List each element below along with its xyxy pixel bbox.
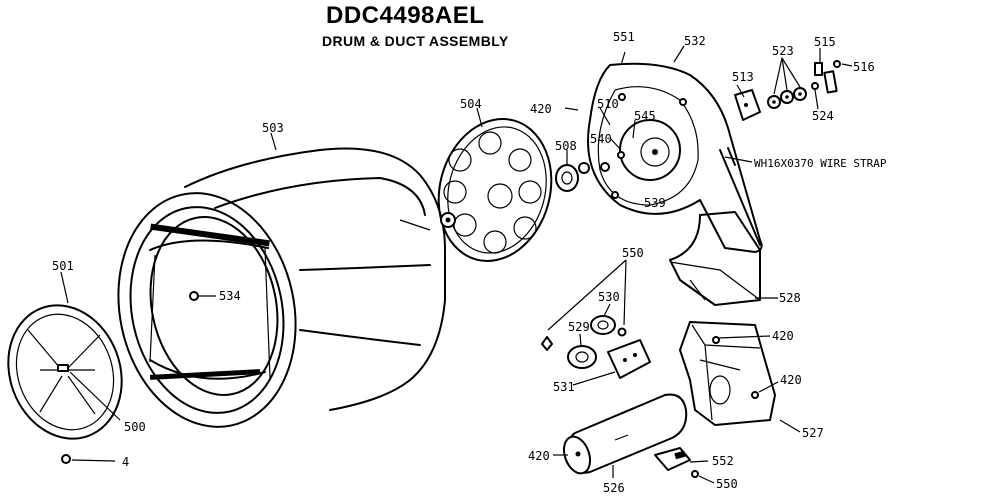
callout-504: 504	[460, 97, 482, 111]
callout-550-lower: 550	[716, 477, 738, 491]
callout-503: 503	[262, 121, 284, 135]
exhaust-duct	[669, 211, 761, 306]
callout-526: 526	[603, 481, 625, 495]
callout-527: 527	[802, 426, 824, 440]
callout-551: 551	[613, 30, 635, 44]
callout-530: 530	[598, 290, 620, 304]
drum-rear-head	[437, 118, 553, 262]
callout-523: 523	[772, 44, 794, 58]
switch	[654, 447, 699, 478]
callout-552: 552	[712, 454, 734, 468]
thermostat	[541, 315, 651, 379]
callout-501: 501	[52, 259, 74, 273]
callout-500: 500	[124, 420, 146, 434]
screw-part-4	[61, 454, 116, 464]
motor-capacitor	[562, 393, 688, 475]
callout-420-heater-side: 420	[780, 373, 802, 387]
callout-528: 528	[779, 291, 801, 305]
callout-510: 510	[597, 97, 619, 111]
heater-housing	[679, 321, 776, 426]
diagram-assembly-title: DRUM & DUCT ASSEMBLY	[322, 33, 509, 49]
callout-531: 531	[553, 380, 575, 394]
drum-seal-ring	[7, 304, 123, 440]
drum	[117, 147, 446, 428]
leader-lines	[60, 45, 853, 484]
callout-516: 516	[853, 60, 875, 74]
wire-strap-note: WH16X0370 WIRE STRAP	[754, 157, 887, 170]
diagram-model-number: DDC4498AEL	[326, 2, 485, 29]
bearing-washer	[555, 162, 590, 192]
callout-515: 515	[814, 35, 836, 49]
washer-set	[767, 87, 807, 109]
callout-420-top: 420	[530, 102, 552, 116]
callout-539: 539	[644, 196, 666, 210]
callout-513: 513	[732, 70, 754, 84]
callout-420-motor: 420	[528, 449, 550, 463]
callout-545: 545	[634, 109, 656, 123]
callout-532: 532	[684, 34, 706, 48]
callout-529: 529	[568, 320, 590, 334]
callout-420-heater-top: 420	[772, 329, 794, 343]
callout-508: 508	[555, 139, 577, 153]
thermostat-bracket	[734, 89, 761, 121]
blower-housing	[587, 62, 763, 253]
fuse-clip	[811, 60, 841, 94]
callout-534: 534	[219, 289, 241, 303]
callout-540: 540	[590, 132, 612, 146]
callout-4: 4	[122, 455, 129, 469]
callout-524: 524	[812, 109, 834, 123]
callout-550-upper: 550	[622, 246, 644, 260]
